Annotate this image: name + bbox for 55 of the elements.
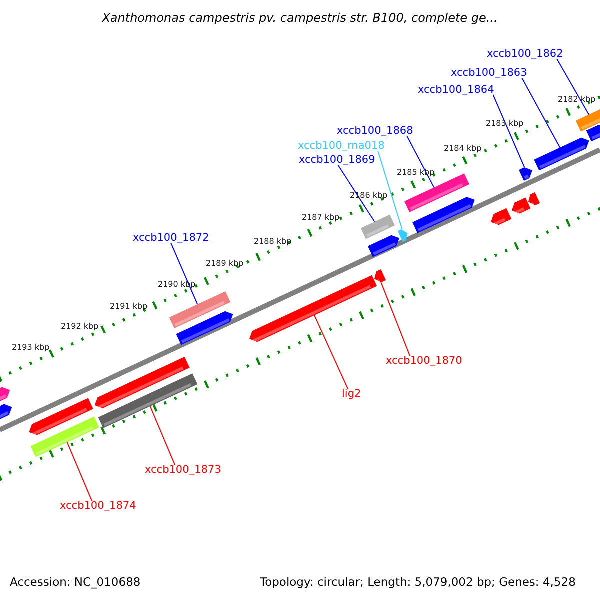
gene-label: xccb100_1869 [299, 154, 376, 166]
gene-feature [534, 138, 590, 171]
leader-line [66, 442, 92, 502]
gene-label: xccb100_1863 [451, 67, 528, 79]
scale-label: 2189 kbp [206, 259, 244, 268]
gene-feature [98, 374, 198, 428]
gene-label: lig2 [342, 388, 362, 400]
gene-feature [490, 208, 512, 226]
gene-label: xccb100_1872 [133, 232, 210, 244]
gene-feature [528, 192, 540, 206]
gene-label: xccb100_1864 [418, 84, 494, 96]
leader-line [170, 242, 198, 305]
scale-label: 2192 kbp [61, 322, 99, 331]
scale-label: 2188 kbp [254, 237, 292, 246]
gene-label: xccb100_1868 [337, 125, 414, 137]
gene-feature [0, 404, 12, 420]
gene-label: xccb100_1862 [487, 48, 564, 60]
gene-feature [368, 235, 400, 258]
gene-feature [576, 108, 600, 132]
gene-feature [512, 198, 531, 214]
map-title: Xanthomonas campestris pv. campestris str. B100, complete ge... [101, 11, 499, 25]
gene-feature [374, 269, 386, 283]
gene-feature [398, 230, 408, 242]
scale-label: 2193 kbp [12, 343, 50, 352]
gene-feature [0, 387, 10, 404]
footer-text: Topology: circular; Length: 5,079,002 bp; Genes: 4,528 [260, 575, 576, 589]
gene-label: xccb100_1874 [60, 500, 136, 512]
gene-feature [94, 357, 190, 410]
scale-label: 2187 kbp [302, 213, 340, 222]
gene-label: xccb100_rna018 [298, 140, 385, 152]
scale-label: 2182 kbp [558, 95, 596, 104]
gene-feature [176, 311, 234, 346]
leader-line [492, 94, 526, 168]
gene-feature [249, 275, 378, 343]
scale-label: 2184 kbp [444, 144, 482, 153]
gene-label: xccb100_1870 [386, 355, 462, 367]
scale-label: 2183 kbp [486, 119, 524, 128]
gene-feature [30, 416, 100, 458]
gene-feature [519, 168, 532, 181]
leader-line [378, 150, 403, 230]
leader-line [380, 282, 410, 356]
leader-line [556, 58, 590, 116]
gene-feature [360, 214, 396, 240]
gene-label: xccb100_1873 [145, 464, 222, 476]
gene-feature [29, 398, 94, 436]
leader-line [338, 164, 376, 222]
scale-label: 2191 kbp [110, 302, 148, 311]
leader-line [406, 136, 435, 188]
leader-line [314, 314, 348, 390]
gene-feature [586, 124, 600, 142]
gene-feature [412, 197, 475, 234]
leader-line [522, 78, 561, 148]
footer-text: Accession: NC_010688 [10, 575, 141, 589]
leader-line [150, 406, 176, 466]
gene-feature [169, 291, 231, 329]
